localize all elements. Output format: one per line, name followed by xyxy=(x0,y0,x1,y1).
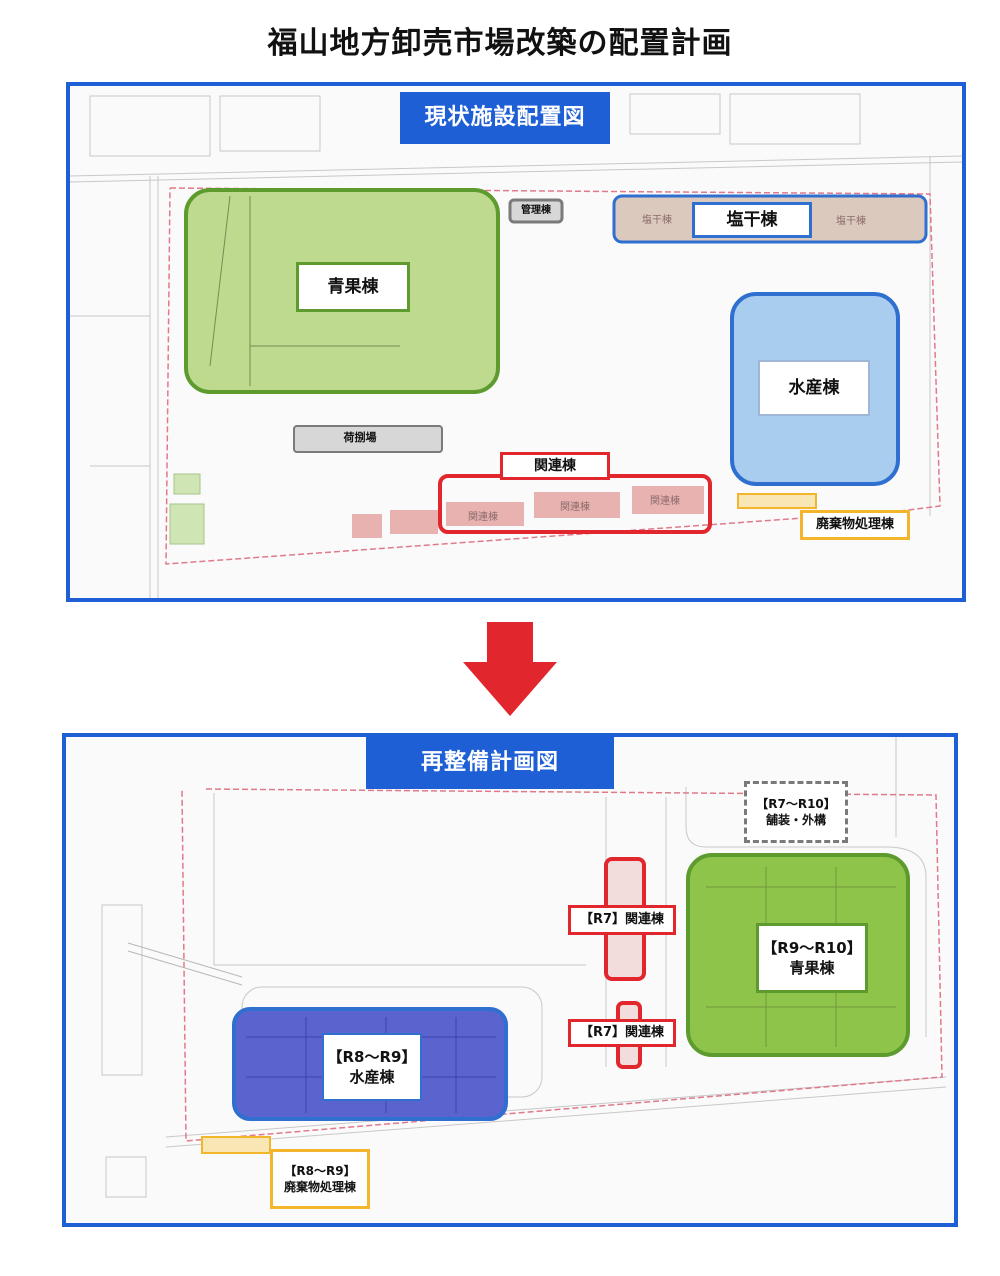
current-suisan-label: 水産棟 xyxy=(758,360,870,416)
current-kanren-label: 関連棟 xyxy=(500,452,610,480)
current-kanren-small-3: 関連棟 xyxy=(650,496,680,507)
plan-haikibutsu-label: 【R8～R9】 廃棄物処理棟 xyxy=(270,1149,370,1209)
page-title: 福山地方卸売市場改築の配置計画 xyxy=(267,26,733,61)
current-kanren-small-2: 関連棟 xyxy=(560,502,590,513)
down-arrow-icon xyxy=(463,622,557,716)
current-enkan-small-2: 塩干棟 xyxy=(836,216,866,227)
current-enkan-label: 塩干棟 xyxy=(692,202,812,238)
plan-paving-label: 【R7～R10】 舗装・外構 xyxy=(744,781,848,843)
plan-layout-panel: 再整備計画図 【R7～R10】 舗装・外構 【R7】 関連棟 【R7】 関連棟 … xyxy=(62,733,958,1227)
current-kanren-small-1: 関連棟 xyxy=(468,512,498,523)
current-nisabaki-label: 荷捌場 xyxy=(343,430,377,444)
plan-layout-heading: 再整備計画図 xyxy=(366,737,614,789)
plan-suisan-label: 【R8～R9】 水産棟 xyxy=(322,1033,422,1101)
current-layout-panel: 現状施設配置図 青果棟 管理棟 塩干棟 塩干棟 塩干棟 水産棟 荷捌場 関連棟 … xyxy=(66,82,966,602)
current-seika-label: 青果棟 xyxy=(296,262,410,312)
current-enkan-small-1: 塩干棟 xyxy=(642,215,672,226)
plan-kanren-lower-label: 【R7】 関連棟 xyxy=(568,1019,676,1047)
current-haikibutsu-label: 廃棄物処理棟 xyxy=(800,510,910,540)
plan-kanren-upper-label: 【R7】 関連棟 xyxy=(568,905,676,935)
plan-seika-label: 【R9～R10】 青果棟 xyxy=(756,923,868,993)
current-layout-heading: 現状施設配置図 xyxy=(400,92,610,144)
current-kanri-label: 管理棟 xyxy=(521,205,551,217)
